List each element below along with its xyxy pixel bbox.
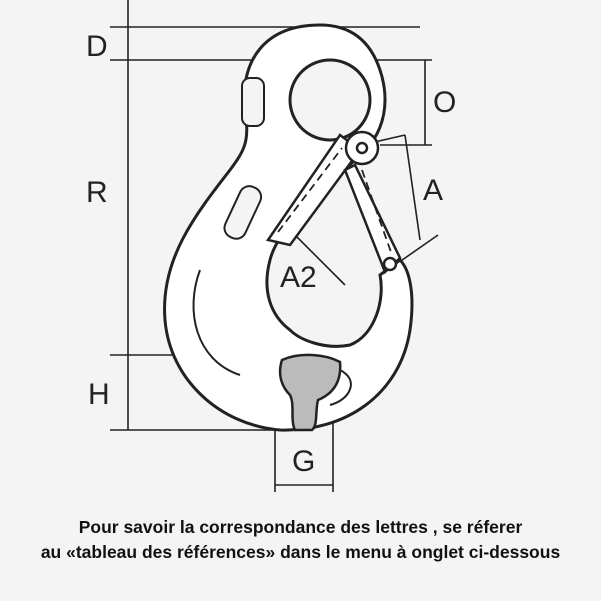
hook-body — [163, 23, 414, 432]
label-r: R — [86, 176, 108, 209]
label-g: G — [292, 445, 315, 478]
caption-line-1: Pour savoir la correspondance des lettre… — [78, 517, 523, 537]
caption: Pour savoir la correspondance des lettre… — [0, 515, 601, 565]
caption-line-2: au «tableau des références» dans le menu… — [40, 542, 561, 562]
latch — [265, 130, 402, 275]
label-a: A — [423, 174, 443, 207]
label-o: O — [433, 86, 456, 119]
label-h: H — [88, 378, 110, 411]
hook-diagram: D O R A A2 H G — [86, 0, 456, 492]
label-a2: A2 — [280, 261, 317, 294]
label-d: D — [86, 30, 108, 63]
